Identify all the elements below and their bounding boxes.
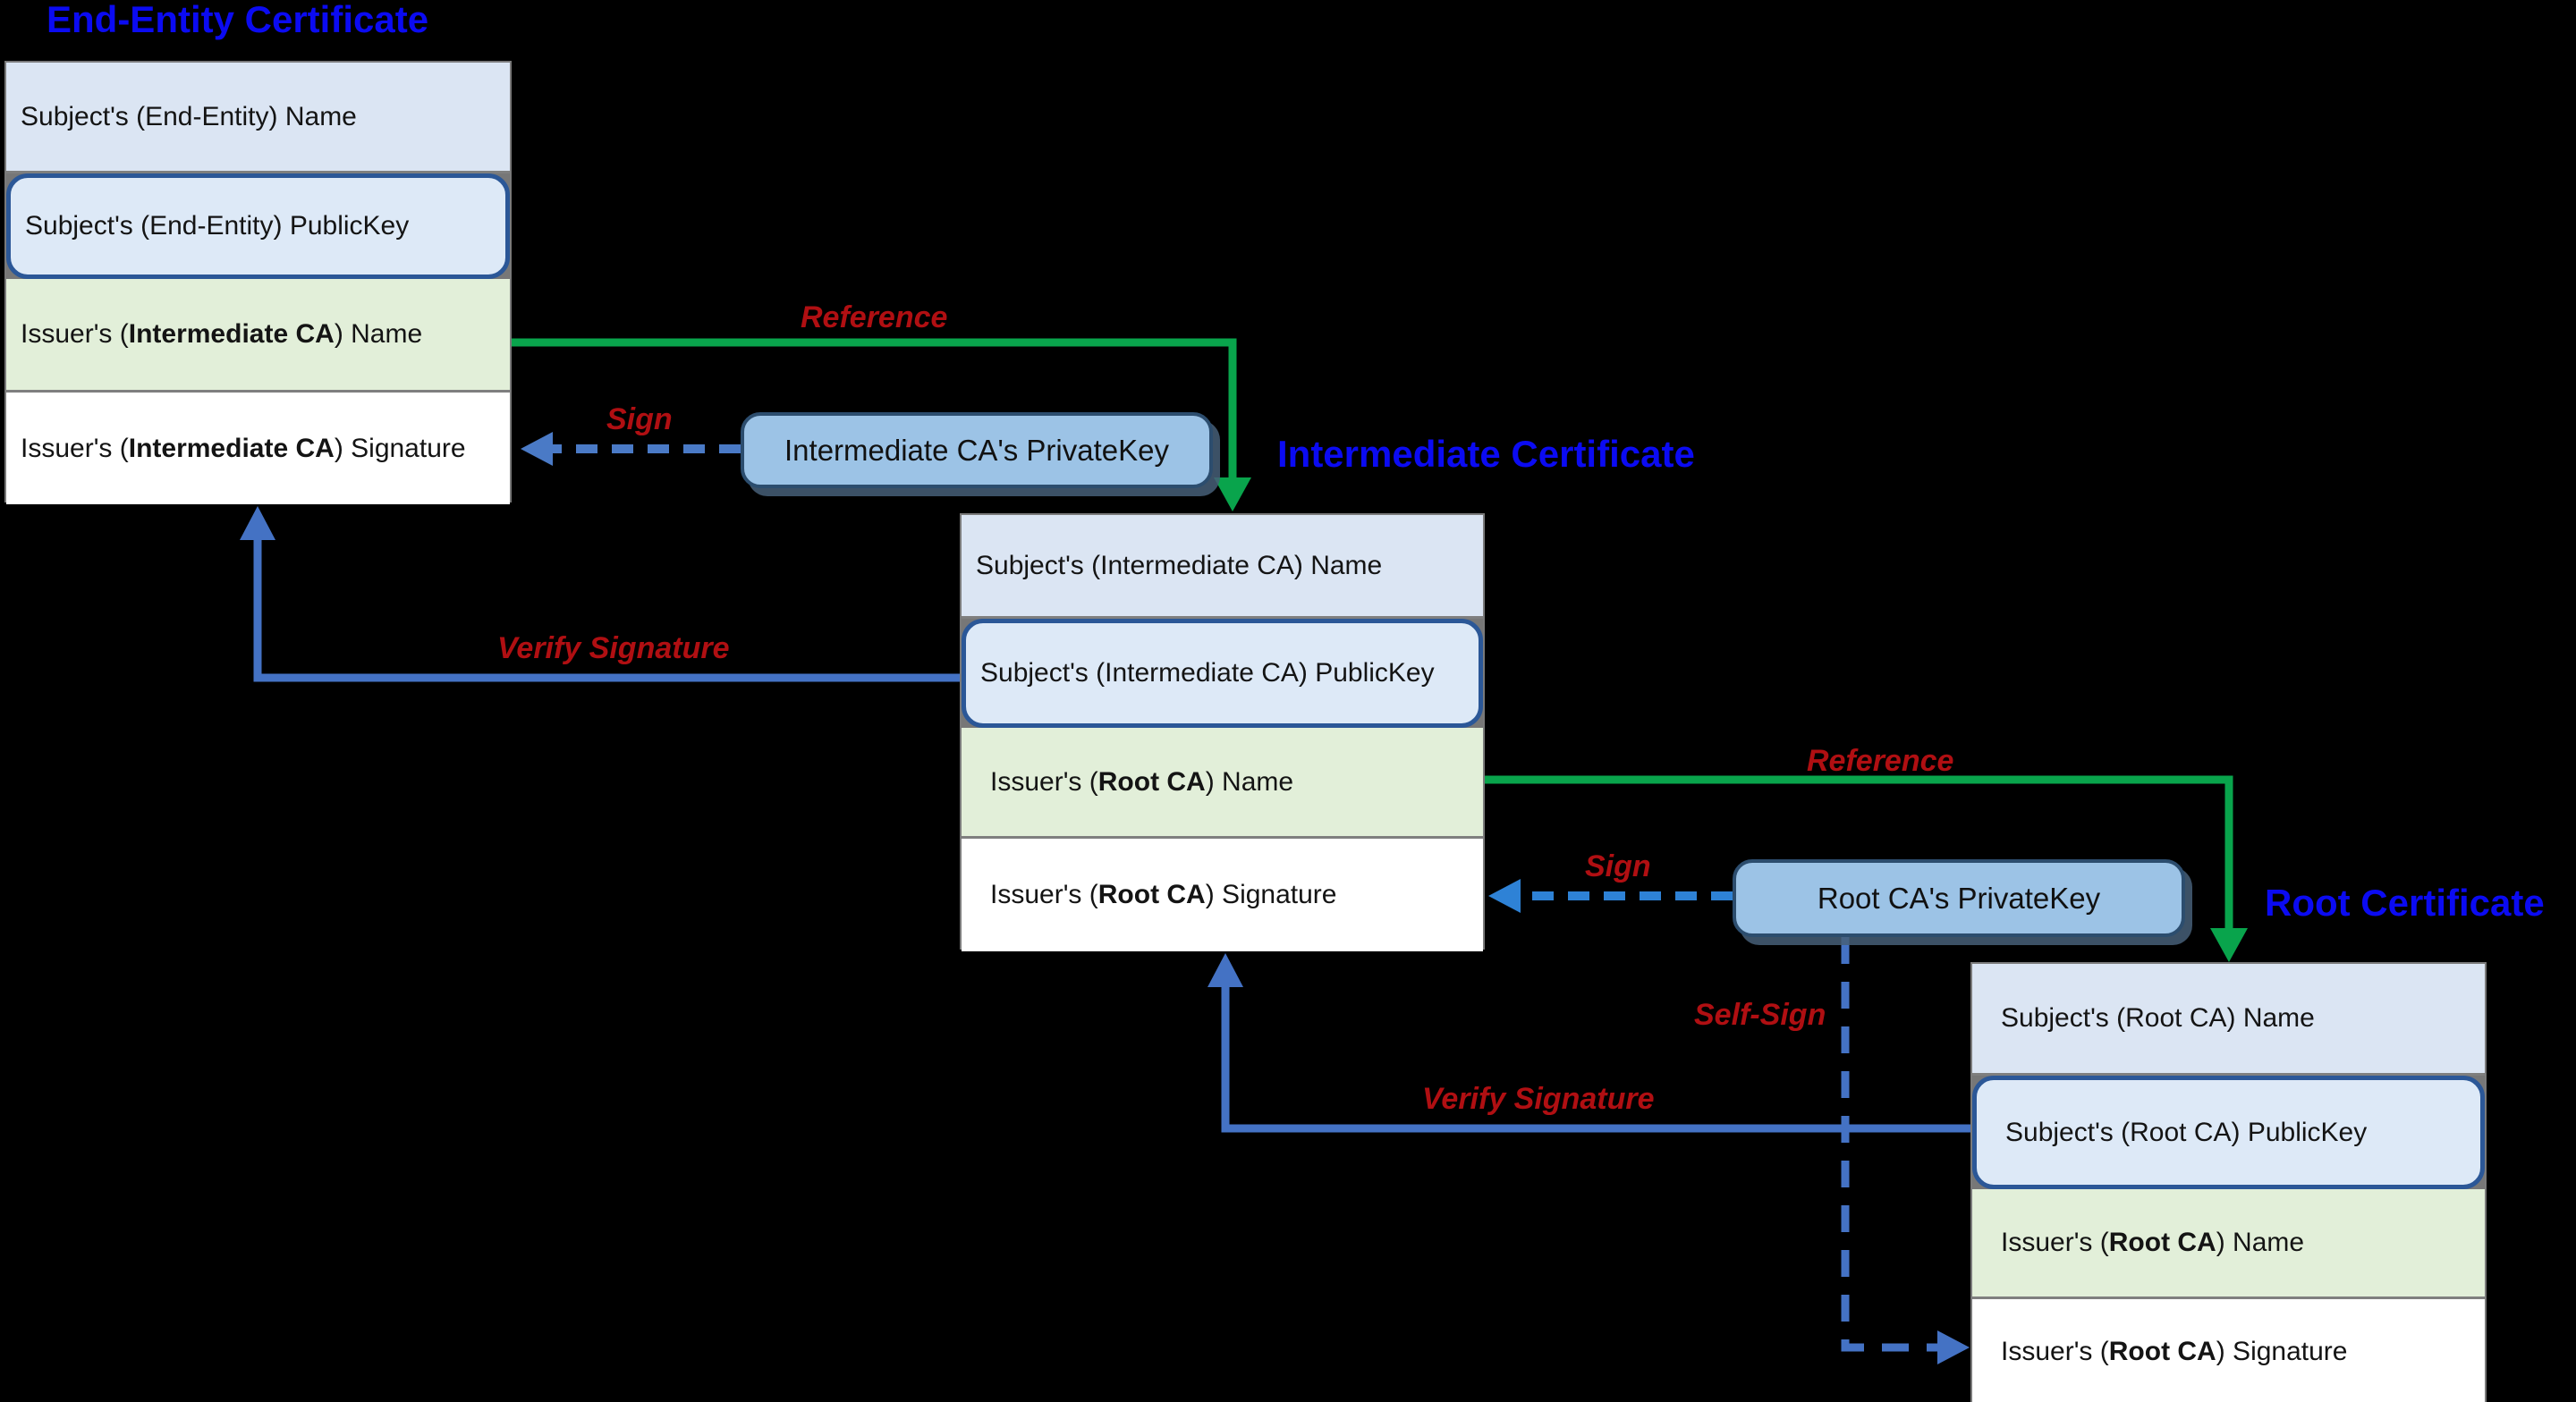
row-text: Issuer's ( [21,433,129,463]
verify-signature-2-label: Verify Signature [1422,1082,1655,1116]
self-sign-label: Self-Sign [1694,998,1826,1032]
reference-1-arrowhead-icon [1214,477,1251,511]
row-text: Subject's (End-Entity) Name [21,101,357,131]
row-text: ) Signature [1205,880,1337,909]
row-text: Issuer's ( [2001,1228,2109,1257]
intermediate-certificate-table: Subject's (Intermediate CA) Name Subject… [960,513,1485,951]
verify-signature-2-arrowhead-icon [1208,953,1243,987]
row-text-bold: Root CA [2108,1228,2216,1257]
row-text-bold: Root CA [1097,766,1206,797]
sign-2-label: Sign [1585,849,1651,883]
intermediate-ca-privatekey-box: Intermediate CA's PrivateKey [741,412,1213,488]
end-entity-subject-publickey-row: Subject's (End-Entity) PublicKey [6,173,510,279]
verify-signature-1-arrowhead-icon [240,506,275,540]
sign-1-label: Sign [606,402,673,436]
intermediate-issuer-signature-row: Issuer's (Root CA) Signature [962,839,1483,951]
row-text-bold: Intermediate CA [128,319,335,349]
row-text: Issuer's ( [21,319,129,349]
row-text: ) Name [1205,766,1294,797]
row-text: Subject's (Intermediate CA) Name [976,550,1383,580]
row-text: Subject's (End-Entity) PublicKey [25,211,410,241]
root-certificate-table: Subject's (Root CA) Name Subject's (Root… [1970,962,2487,1402]
end-entity-certificate-table: Subject's (End-Entity) Name Subject's (E… [4,61,512,504]
sign-1-arrowhead-icon [521,432,553,466]
row-text: Subject's (Root CA) Name [2001,1003,2315,1033]
root-ca-privatekey-box: Root CA's PrivateKey [1733,859,2185,937]
root-subject-name-row: Subject's (Root CA) Name [1972,964,2485,1076]
end-entity-issuer-name-row: Issuer's (Intermediate CA) Name [6,279,510,393]
row-text: Issuer's ( [2001,1336,2109,1366]
row-text: Subject's (Root CA) PublicKey [2005,1117,2368,1147]
reference-1-label: Reference [801,300,948,334]
intermediate-subject-name-row: Subject's (Intermediate CA) Name [962,515,1483,619]
reference-2-label: Reference [1807,744,1954,778]
row-text: Subject's (Intermediate CA) PublicKey [980,658,1435,688]
row-text-bold: Root CA [2108,1336,2216,1366]
end-entity-subject-name-row: Subject's (End-Entity) Name [6,63,510,173]
sign-2-arrowhead-icon [1488,879,1521,913]
intermediate-certificate-title: Intermediate Certificate [1277,433,1695,475]
root-issuer-name-row: Issuer's (Root CA) Name [1972,1189,2485,1299]
row-text: Issuer's ( [990,766,1098,797]
self-sign-arrow-line [1841,937,1939,1352]
root-issuer-signature-row: Issuer's (Root CA) Signature [1972,1299,2485,1402]
row-text-bold: Intermediate CA [128,433,335,463]
root-certificate-title: Root Certificate [2265,882,2545,924]
end-entity-issuer-signature-row: Issuer's (Intermediate CA) Signature [6,393,510,504]
reference-2-arrowhead-icon [2210,928,2248,962]
root-subject-publickey-row: Subject's (Root CA) PublicKey [1972,1076,2485,1189]
intermediate-issuer-name-row: Issuer's (Root CA) Name [962,728,1483,839]
row-text-bold: Root CA [1097,880,1206,909]
row-text: Issuer's ( [990,880,1098,909]
verify-signature-1-label: Verify Signature [497,631,730,665]
intermediate-subject-publickey-row: Subject's (Intermediate CA) PublicKey [962,619,1483,728]
row-text: ) Name [334,319,423,349]
row-text: ) Name [2216,1228,2305,1257]
row-text: ) Signature [334,433,466,463]
self-sign-arrowhead-icon [1937,1330,1970,1364]
row-text: ) Signature [2216,1336,2348,1366]
end-entity-certificate-title: End-Entity Certificate [47,0,429,40]
